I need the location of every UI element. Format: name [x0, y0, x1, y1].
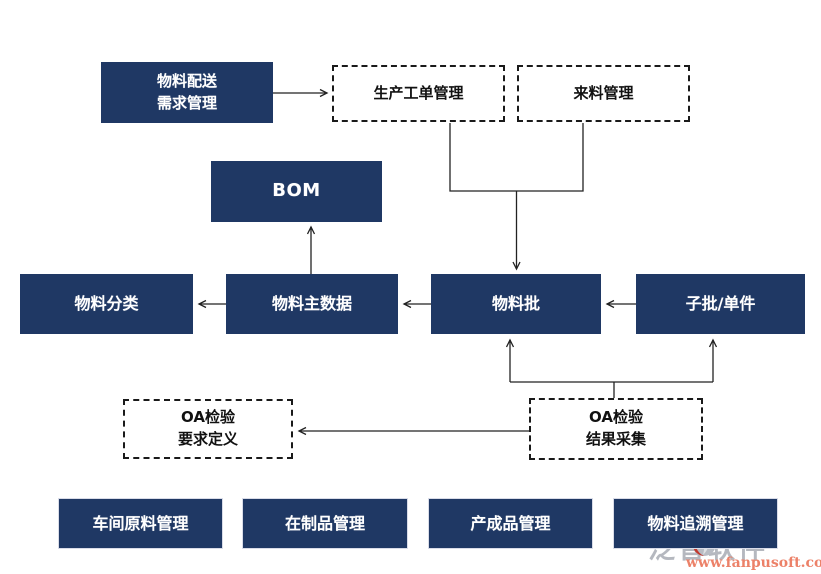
node-wip: 在制品管理 — [242, 498, 408, 549]
node-label: 生产工单管理 — [373, 83, 463, 105]
node-label: 物料配送 需求管理 — [157, 71, 217, 115]
node-qa-result: OA检验 结果采集 — [529, 398, 703, 460]
node-workshop-material: 车间原料管理 — [58, 498, 223, 549]
node-label: 产成品管理 — [470, 512, 550, 535]
node-label: 车间原料管理 — [92, 512, 188, 535]
node-sub-batch: 子批/单件 — [636, 274, 805, 334]
node-label: OA检验 结果采集 — [586, 407, 646, 451]
node-qa-requirement: OA检验 要求定义 — [123, 399, 293, 459]
watermark-url-text: www.fanpusoft.com — [686, 555, 821, 571]
node-incoming-material: 来料管理 — [517, 65, 690, 122]
node-label: 物料批 — [492, 292, 540, 315]
node-label: BOM — [272, 178, 320, 204]
node-traceability: 物料追溯管理 — [613, 498, 778, 549]
node-production-order: 生产工单管理 — [332, 65, 505, 122]
node-label: 物料主数据 — [272, 292, 352, 315]
node-finished-goods: 产成品管理 — [428, 498, 593, 549]
node-material-distribution: 物料配送 需求管理 — [101, 62, 273, 123]
node-material-batch: 物料批 — [431, 274, 601, 334]
node-label: 来料管理 — [573, 83, 633, 105]
node-label: OA检验 要求定义 — [178, 407, 238, 451]
edge-merge-top — [450, 123, 583, 191]
node-label: 子批/单件 — [686, 292, 756, 315]
node-label: 物料分类 — [74, 292, 138, 315]
node-bom: BOM — [211, 161, 382, 222]
node-label: 在制品管理 — [285, 512, 365, 535]
node-material-master: 物料主数据 — [226, 274, 398, 334]
node-material-category: 物料分类 — [20, 274, 193, 334]
node-label: 物料追溯管理 — [647, 512, 743, 535]
